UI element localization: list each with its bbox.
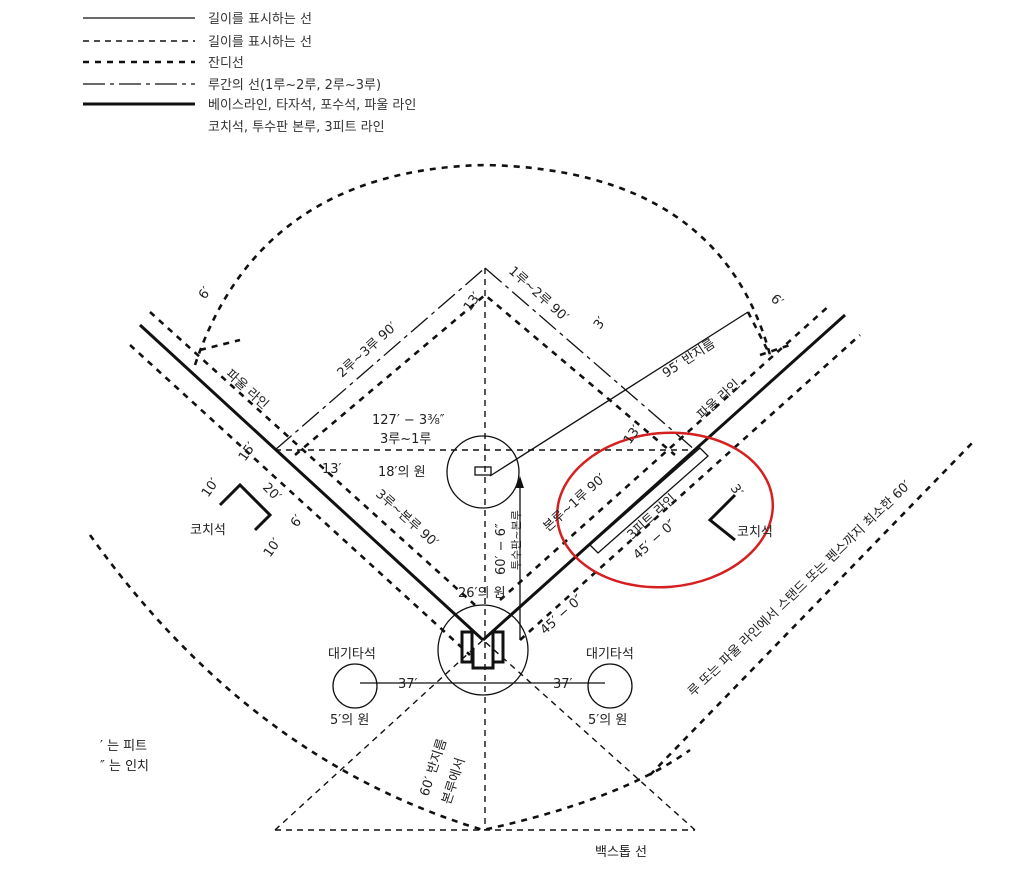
legend-label: 길이를 표시하는 선 [208, 35, 312, 50]
three-foot-line [589, 447, 709, 554]
backstop-diag-right [482, 639, 696, 831]
outfield-grass-arc [193, 163, 772, 366]
home-circle [437, 604, 529, 696]
label-3rd-home: 3루~본루 90′ [372, 487, 441, 551]
label-on-deck-right: 대기타석 [586, 647, 634, 662]
label-coach-left: 코치석 [190, 523, 226, 538]
backstop-arc [88, 534, 691, 832]
dim-13-first: 13′ [621, 423, 644, 448]
label-backstop: 백스톱 선 [595, 845, 647, 860]
baseline-2-1 [484, 267, 696, 451]
legend-label: 길이를 표시하는 선 [208, 12, 312, 27]
batters-boxes [460, 630, 505, 670]
grass-line-right-outer [519, 334, 861, 641]
pitcher-circle [446, 435, 520, 509]
feet-note: ′ 는 피트 [100, 739, 147, 754]
inch-note: ″ 는 인치 [100, 759, 149, 774]
label-home-1st: 본루~1루 90′ [541, 471, 610, 535]
coach-box-right [707, 493, 737, 542]
grass-line-left-outer [129, 344, 471, 656]
backstop-diag-left [274, 639, 484, 831]
dim-13-third: 13′ [322, 462, 342, 477]
legend-label: 베이스라인, 타자석, 포수석, 파울 라인 [208, 98, 416, 113]
label-diagonal: 127′ − 3⅜″ [372, 413, 445, 428]
grass-corner [746, 311, 772, 356]
foul-line-right [481, 313, 847, 642]
on-deck-circle-right [587, 663, 633, 709]
label-coach-right: 코치석 [737, 525, 773, 540]
label-home-circle: 26′의 원 [458, 586, 506, 601]
dim-3-top: 3′ [591, 314, 610, 332]
label-diagonal-sub: 3루~1루 [380, 432, 431, 447]
legend-label: 루간의 선(1루~2루, 2루~3루) [208, 78, 381, 93]
dim-3-right: 3′ [727, 482, 746, 500]
legend: 길이를 표시하는 선 길이를 표시하는 선 잔디선 루간의 선(1루~2루, 2… [83, 12, 416, 135]
pitcher-rubber [474, 466, 492, 476]
label-37-left: 37′ [398, 677, 418, 692]
stand-line [649, 439, 976, 776]
grass-ends [199, 338, 791, 357]
legend-label: 잔디선 [208, 56, 244, 71]
grass-line-left-inner [149, 311, 476, 606]
label-37-right: 37′ [553, 677, 573, 692]
dim-6-right: 6′ [767, 292, 785, 311]
legend-label: 코치석, 투수판 본루, 3피트 라인 [208, 120, 385, 135]
label-radius-60-sub: 본루에서 [440, 756, 469, 806]
arrow-head-icon [516, 476, 524, 488]
label-foul-right: 파울 라인 [695, 377, 744, 423]
radius-95-line [489, 311, 749, 477]
on-deck-circle-left [332, 663, 378, 709]
dim-10-b: 10′ [261, 536, 284, 561]
coach-box-left [218, 482, 273, 532]
foul-line-left [138, 323, 485, 642]
highlight-ellipse [555, 431, 775, 589]
dim-6-left: 6′ [196, 284, 215, 302]
label-mound-circle: 18′의 원 [378, 465, 426, 480]
dim-10-a: 10′ [199, 476, 222, 501]
label-pitch-sub: 투수판~본루 [510, 510, 523, 570]
grass-line-right-inner [499, 304, 831, 601]
baseline-3-2 [274, 267, 486, 451]
label-circle-right: 5′의 원 [588, 713, 627, 728]
label-circle-left: 5′의 원 [330, 713, 369, 728]
dim-13-second: 13′ [461, 290, 484, 315]
label-on-deck-left: 대기타석 [328, 647, 376, 662]
label-home-45: 45′ − 0″ [538, 592, 587, 638]
dim-6-coach: 6′ [288, 512, 307, 530]
dim-20: 20′ [259, 480, 283, 504]
infield-grass-line [294, 293, 676, 456]
label-pitch-distance: 60′ − 6″ [494, 523, 509, 575]
label-radius-95: 95′ 반지름 [660, 336, 718, 381]
